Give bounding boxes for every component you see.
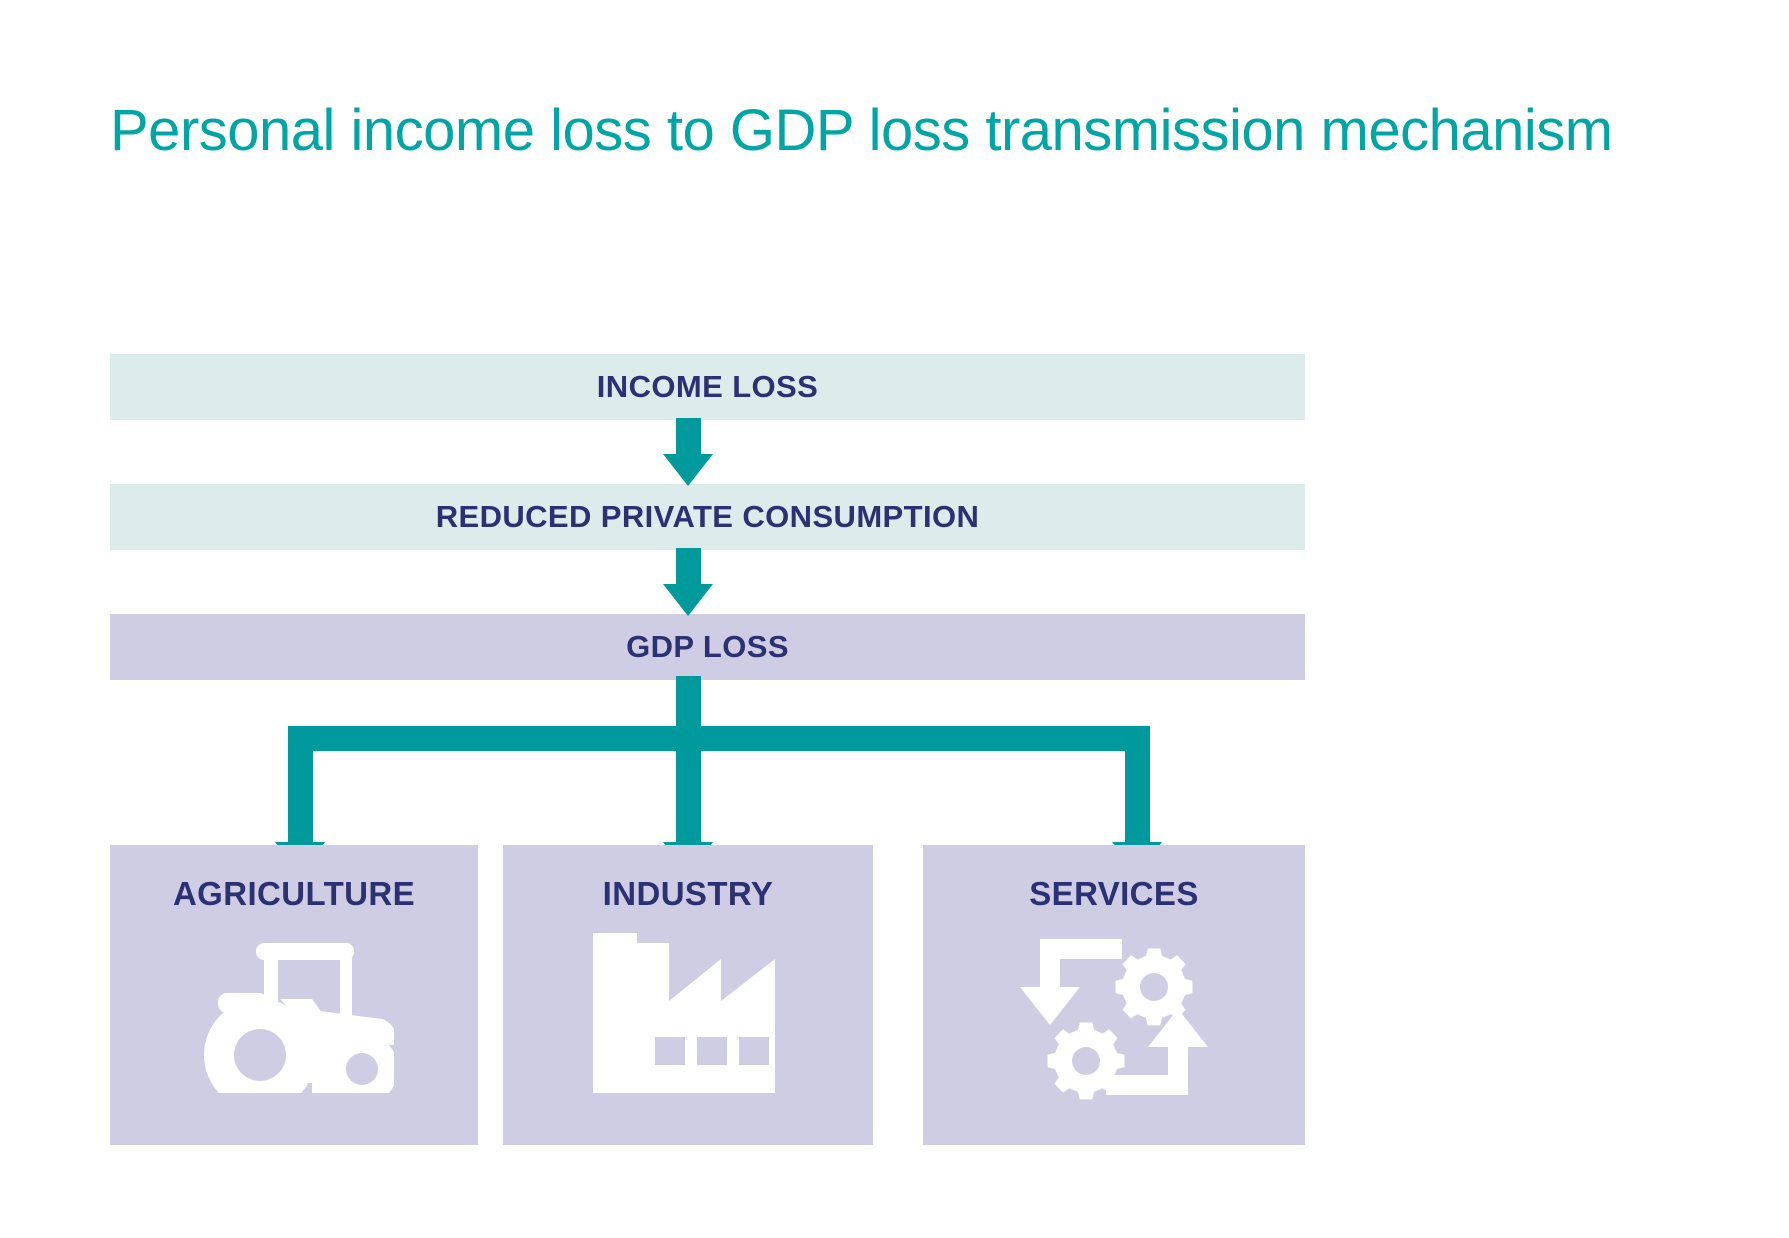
- connector-consumption-to-gdp-stem: [676, 548, 701, 586]
- connector-consumption-to-gdp-arrowhead-icon: [663, 584, 713, 616]
- tractor-icon: [110, 933, 478, 1093]
- connector-income-to-consumption-stem: [676, 418, 701, 456]
- gears-cycle-icon: [923, 933, 1305, 1101]
- stage-bar-gdp-loss: GDP LOSS: [110, 614, 1305, 680]
- sector-label-services: SERVICES: [1029, 875, 1199, 912]
- page-title: Personal income loss to GDP loss transmi…: [110, 98, 1613, 163]
- stage-label-gdp-loss: GDP LOSS: [626, 629, 789, 664]
- connector-income-to-consumption-arrowhead-icon: [663, 454, 713, 486]
- sector-box-services: SERVICES: [923, 845, 1305, 1145]
- stage-label-reduced-private-consumption: REDUCED PRIVATE CONSUMPTION: [435, 499, 980, 534]
- sector-box-agriculture: AGRICULTURE: [110, 845, 478, 1145]
- connector-gdp-to-sectors-bus: [288, 726, 1150, 751]
- connector-gdp-to-agriculture-stem: [288, 726, 313, 846]
- stage-bar-reduced-private-consumption: REDUCED PRIVATE CONSUMPTION: [110, 484, 1305, 550]
- connector-gdp-to-services-stem: [1125, 726, 1150, 846]
- sector-label-industry: INDUSTRY: [602, 875, 774, 912]
- stage-label-income-loss: INCOME LOSS: [596, 369, 819, 404]
- connector-gdp-to-industry-stem: [676, 726, 701, 846]
- sector-label-agriculture: AGRICULTURE: [172, 875, 416, 912]
- stage-bar-income-loss: INCOME LOSS: [110, 354, 1305, 420]
- connector-gdp-to-sectors-stem: [676, 676, 701, 728]
- factory-icon: [503, 933, 873, 1093]
- sector-box-industry: INDUSTRY: [503, 845, 873, 1145]
